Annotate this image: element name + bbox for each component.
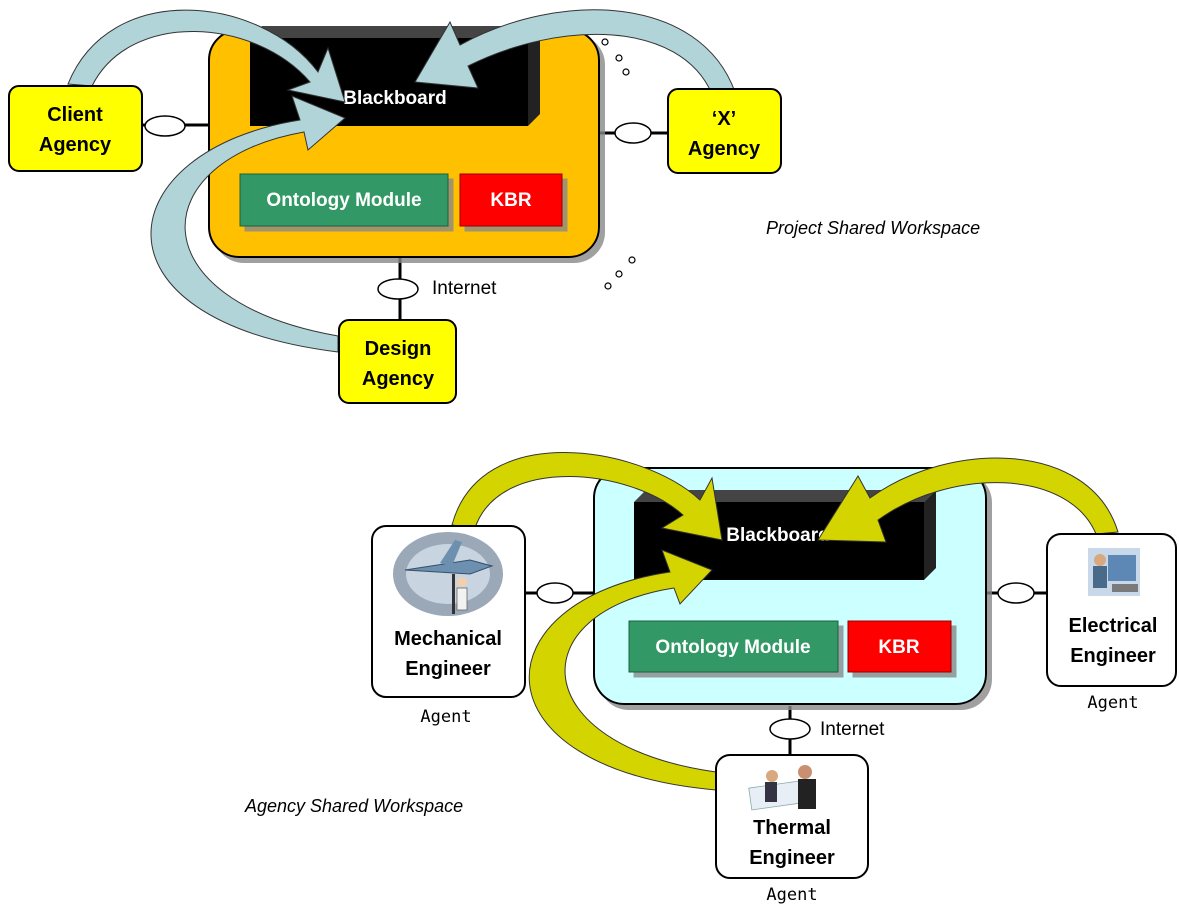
bottom-kbr-label: KBR <box>878 637 919 658</box>
top-kbr-label: KBR <box>490 190 531 211</box>
x-agency-line1: ‘X’ <box>712 108 736 130</box>
electrical-agent-label: Agent <box>1087 693 1138 713</box>
thermal-agent-label: Agent <box>766 885 817 905</box>
bottom-ontology-module <box>628 620 839 673</box>
design-agency-line1: Design <box>365 338 432 360</box>
electrical-engineer-box: Electrical Engineer <box>1046 533 1177 687</box>
top-ontology-module <box>239 173 449 227</box>
bottom-kbr <box>847 620 952 673</box>
top-ontology-label: Ontology Module <box>266 190 421 211</box>
electrical-engineer-icon <box>1088 548 1140 596</box>
cloud-icon <box>997 582 1035 604</box>
client-agency-box: Client Agency <box>8 85 143 172</box>
mechanical-agent-label: Agent <box>420 707 471 727</box>
top-arrow-design <box>150 95 346 353</box>
thermal-engineer-box: Thermal Engineer <box>715 754 869 879</box>
bottom-blackboard-label: Blackboard <box>726 525 829 546</box>
cloud-icon <box>144 115 186 137</box>
cloud-icon <box>769 718 811 740</box>
bottom-internet-label: Internet <box>820 719 885 740</box>
thermal-engineer-icon <box>748 765 816 811</box>
top-kbr <box>459 173 563 227</box>
mechanical-engineer-line1: Mechanical <box>394 628 502 650</box>
design-agency-box: Design Agency <box>338 319 457 404</box>
bottom-arrow-thermal <box>528 549 717 791</box>
thermal-engineer-line2: Engineer <box>749 847 835 869</box>
bottom-ontology-label: Ontology Module <box>655 637 810 658</box>
cloud-icon <box>614 122 652 144</box>
top-clouds <box>144 115 652 300</box>
x-agency-line2: Agency <box>688 138 761 160</box>
top-blackboard: Blackboard <box>250 26 540 126</box>
electrical-engineer-line2: Engineer <box>1070 645 1156 667</box>
top-arrow-client <box>67 9 346 103</box>
top-arrow-x-agency <box>414 9 736 95</box>
cloud-icon <box>536 582 574 604</box>
x-agency-box: ‘X’ Agency <box>667 88 782 174</box>
top-arrows <box>67 9 736 353</box>
project-shared-workspace-diagram: Blackboard Ontology Module KBR Internet <box>8 9 980 404</box>
client-agency-line1: Client <box>47 104 103 126</box>
project-shared-workspace-caption: Project Shared Workspace <box>766 218 980 238</box>
cloud-icon <box>377 278 419 300</box>
bottom-clouds <box>536 582 1035 740</box>
top-blackboard-label: Blackboard <box>343 88 446 109</box>
bottom-arrows <box>451 452 1119 791</box>
bottom-arrow-electrical <box>817 457 1119 543</box>
mechanical-engineer-box: Mechanical Engineer <box>371 525 526 698</box>
top-ellipsis-dots <box>601 38 636 290</box>
mechanical-engineer-line2: Engineer <box>405 658 491 680</box>
agency-shared-workspace-diagram: Blackboard Ontology Module KBR Internet <box>244 452 1177 905</box>
design-agency-line2: Agency <box>362 368 435 390</box>
electrical-engineer-line1: Electrical <box>1069 615 1158 637</box>
bottom-arrow-mechanical <box>451 452 723 541</box>
client-agency-line2: Agency <box>39 134 112 156</box>
top-internet-label: Internet <box>432 278 497 299</box>
agency-shared-workspace-caption: Agency Shared Workspace <box>244 796 463 816</box>
mechanical-engineer-icon <box>393 532 503 616</box>
thermal-engineer-line1: Thermal <box>753 817 831 839</box>
